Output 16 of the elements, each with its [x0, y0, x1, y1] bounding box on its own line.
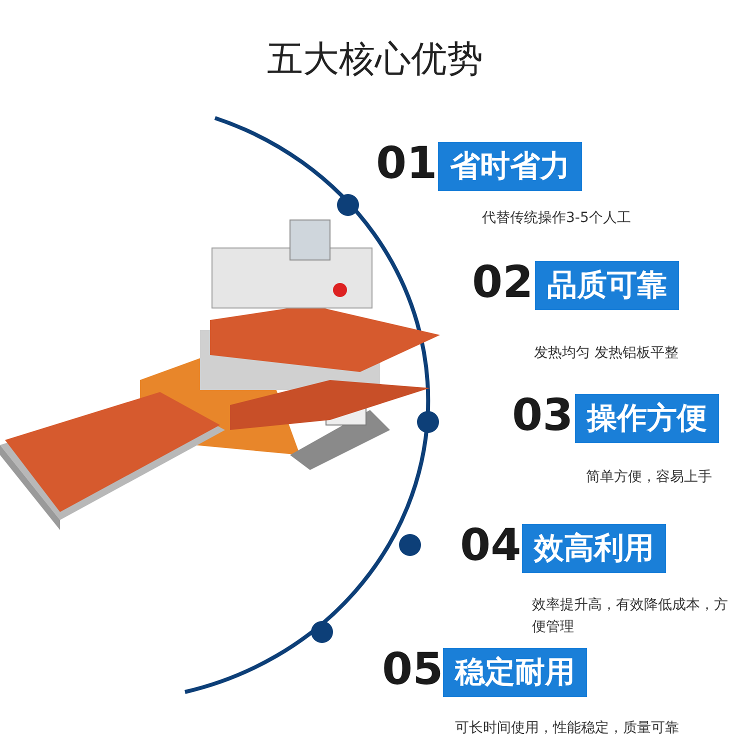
feature-heading-box: 操作方便: [575, 394, 719, 443]
feature-heading-box: 品质可靠: [535, 261, 679, 310]
feature-number: 04: [460, 520, 522, 571]
page-title: 五大核心优势: [266, 38, 484, 82]
feature-heading-box: 稳定耐用: [443, 648, 587, 697]
feature-description: 效率提升高，有效降低成本，方便管理: [532, 596, 729, 637]
feature-number: 01: [376, 138, 438, 189]
feature-description: 发热均匀 发热铝板平整: [534, 344, 680, 363]
feature-description: 代替传统操作3-5个人工: [482, 209, 632, 228]
feature-number: 02: [472, 257, 534, 308]
feature-number: 05: [382, 644, 444, 695]
feature-number: 03: [512, 390, 574, 441]
feature-heading-box: 省时省力: [438, 142, 582, 191]
feature-description: 可长时间使用，性能稳定，质量可靠: [455, 719, 680, 738]
feature-heading-box: 效高利用: [522, 524, 666, 573]
feature-description: 简单方便，容易上手: [586, 468, 713, 487]
